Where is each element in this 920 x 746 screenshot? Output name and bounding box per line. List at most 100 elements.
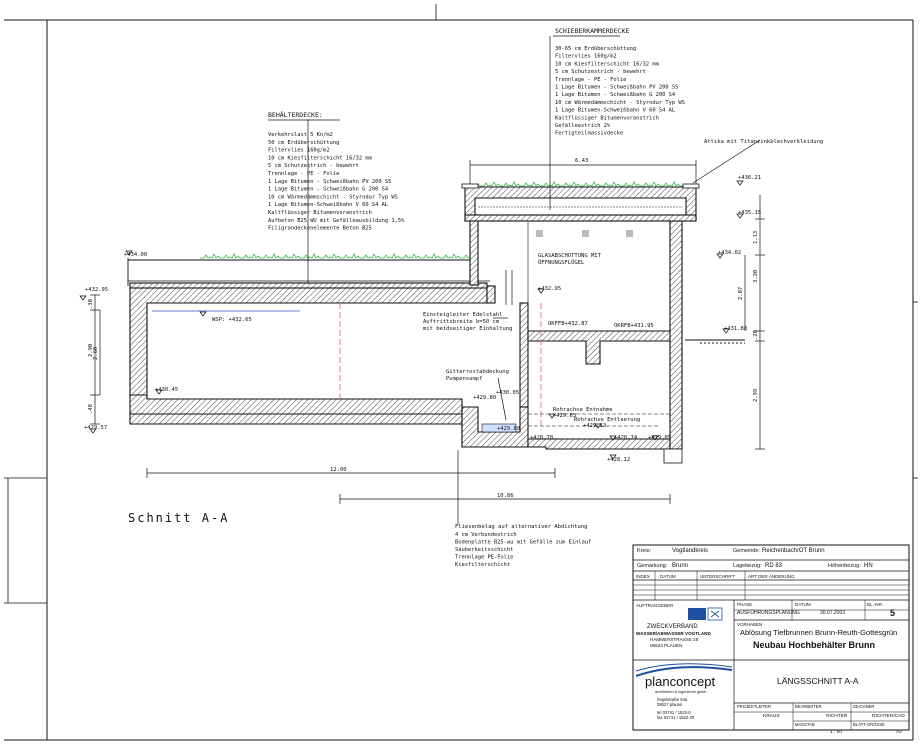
section-title: Schnitt A-A — [128, 511, 229, 525]
pipe-label-2: Rohrachse Entleerung — [574, 417, 640, 423]
dim-width: 6.43 — [575, 158, 588, 164]
title-block — [632, 544, 910, 731]
company-fax: fax 03741 / 1522-20 — [657, 715, 695, 720]
elev-ground-far-right: +431.88 — [724, 326, 747, 332]
dim-left-2: 2.90 — [88, 344, 94, 357]
chamber-layer: 5 cm Schutzestrich - bewehrt — [555, 69, 646, 75]
elev-top-left: +432.95 — [85, 287, 108, 293]
elevation-markers — [79, 180, 744, 460]
company-name: planconcept — [645, 674, 715, 689]
col-index: INDEX — [636, 574, 650, 579]
roof-layer: 50 cm Erdüberschüttung — [268, 140, 339, 146]
dim-right-5: .20 — [753, 330, 759, 340]
blnr-value: 5 — [890, 608, 895, 618]
elev-pipe-1: +429.63 — [553, 413, 576, 419]
elev-roof-top: +436.21 — [738, 175, 761, 181]
company-tel: tel 03741 / 1522-0 — [657, 710, 691, 715]
gemarkung-value: Brunn — [672, 563, 688, 569]
col-unterschrift: UNTERSCHRIFT — [700, 574, 735, 579]
kreis-value: Vogtlandkreis — [672, 548, 708, 554]
elev-ground-left: +434.00 — [124, 252, 147, 258]
gemarkung-label: Gemarkung: — [637, 563, 668, 569]
chamber-notes: SCHIEBERKAMMERDECKE 30-65 cm Erdüberschü… — [555, 27, 685, 137]
dim-left-1: .30 — [88, 299, 94, 309]
floor-layer: Kiesfilterschicht — [455, 562, 510, 568]
floor-layer: Bodenplatte B25-wu mit Gefälle zum Einla… — [455, 540, 591, 546]
glass-label-2: ÖFFNUNGSFLÜGEL — [538, 259, 585, 266]
elevation-labels: +434.00 +432.95 +430.45 +429.57 +432.95 … — [84, 175, 761, 463]
roof-layer: 1 Lage Bitumen - Schweißbahn PV 200 S5 — [268, 179, 391, 185]
masstab-value: 1 : 50 — [830, 729, 842, 735]
dim-right-1: 1.13 — [753, 231, 759, 244]
masstab-label: MASSTAB — [795, 722, 815, 727]
dim-right-4: 2.99 — [753, 389, 759, 402]
elev-sump-4: +429.85 — [648, 435, 671, 441]
client-line-1: ZWECKVERBAND — [647, 624, 698, 630]
floor-notes: Fliesenbelag auf alternativer Abdichtung… — [455, 524, 591, 568]
bearbeiter-label: BEARBEITER — [795, 704, 822, 709]
gemeinde-value: Reichenbach/OT Brunn — [762, 548, 825, 554]
blattgroesse-label: BLATT-GRÖSSE — [853, 722, 885, 727]
floor-label: Fliesenbelag auf alternativer Abdichtung — [455, 524, 587, 530]
company-addr-1: hegelstraße 64a — [657, 697, 688, 702]
roof-layer: Verkehrslast 5 Kn/m2 — [268, 132, 333, 138]
lagebezug-label: Lagebezug: — [733, 563, 762, 569]
attika-label: Attika mit Titanzinkblechverkleidung — [704, 139, 823, 145]
elev-ground-right: +434.02 — [718, 250, 741, 256]
pipe-label-1: Rohrachse Entnahme — [553, 407, 613, 413]
hoehenbezug-value: HN — [864, 563, 873, 569]
floor-layer: Trennlage PE-Folie — [455, 555, 513, 561]
floor-layer: 4 cm Verbundestrich — [455, 532, 517, 538]
dim-right-3: 2.07 — [738, 287, 744, 300]
gemeinde-label: Gemeinde: — [733, 548, 760, 554]
elev-pipe-4: +428.74 — [614, 435, 638, 441]
hoehenbezug-label: Höhenbezug: — [828, 563, 861, 569]
datum-label: DATUM — [795, 602, 811, 607]
chamber-layer: 1 Lage Bitumen - Schweißbahn G 200 S4 — [555, 92, 675, 98]
elev-sump-2: +429.80 — [473, 395, 496, 401]
dim-length-1: 12.00 — [330, 467, 347, 473]
elev-sump-1: +430.05 — [496, 390, 519, 396]
ladder-label-3: mit beidseitiger Einhaltung — [423, 326, 512, 332]
reservoir-structure — [128, 183, 700, 464]
projektleiter-label: PROJEKTLEITER — [737, 704, 771, 709]
elev-okffb-1: OKFFB+432.87 — [548, 321, 588, 327]
chamber-layer: 30-65 cm Erdüberschüttung — [555, 46, 636, 52]
water-level-label: WSP: +432.65 — [212, 317, 252, 323]
kreis-label: Kreis: — [637, 548, 652, 554]
drawing-title: LÄNGSSCHNITT A-A — [777, 676, 859, 686]
elev-sump-5: +429.88 — [497, 426, 520, 432]
zeichner-value: RICHTER/CAD — [872, 713, 905, 719]
grass-line — [200, 181, 684, 259]
roof-layer: Trennlage - PE - Folie — [268, 171, 339, 177]
company-sub: architekten & ingenieure gmbh — [655, 690, 707, 694]
roof-layer: Kaltflüssiger Bitumenvoranstrich — [268, 210, 372, 216]
roof-layer: 1 Lage Bitumen-Schweißbahn V 60 S4 AL — [268, 202, 388, 208]
elev-okffb-2: OKRFB+431.95 — [614, 323, 654, 329]
floor-layer: Sauberkeitsschicht — [455, 547, 513, 553]
chamber-layer: 10 cm Wärmedämmschicht - Styrodur Typ WS — [555, 100, 685, 106]
projektleiter-value: KRAUS — [763, 713, 780, 719]
roof-layer: 10 cm Kiesfilterschicht 16/32 mm — [268, 155, 372, 161]
roof-layer: 5 cm Schutzestrich - bewehrt — [268, 163, 359, 169]
chamber-layer: Gefälleestrich 2% — [555, 123, 611, 129]
phase-value: AUSFÜHRUNGSPLANUNG — [737, 609, 800, 616]
dim-left-4: .48 — [88, 404, 94, 414]
client-line-2: WASSER/ABWASSER VOGTLAND — [636, 631, 711, 636]
ladder-label-1: Einsteigleiter Edelstahl — [423, 312, 502, 318]
company-logo — [635, 663, 733, 677]
col-datum: DATUM — [660, 574, 676, 579]
title-block-text: Kreis: Vogtlandkreis Gemeinde: Reichenba… — [636, 548, 905, 735]
chamber-layer: 10 cm Kiesfilterschicht 16/32 mm — [555, 61, 659, 67]
elev-floor-left: +430.45 — [155, 387, 178, 393]
ladder-label-2: Auftrittsbreite b=50 cm — [423, 319, 500, 325]
blnr-label: BL.-NR. — [867, 602, 883, 607]
roof-layer: Filtervlies 160g/m2 — [268, 148, 330, 154]
phase-label: PHASE — [737, 602, 752, 607]
datum-value: 30.07.2003 — [820, 610, 845, 616]
dimension-labels: 6.43 12.00 10.86 .30 2.90 2.60 .48 1.13 … — [88, 158, 759, 499]
leader-lines — [268, 35, 761, 524]
vorhaben-1: Ablösung Tiefbrunnen Brunn-Reuth-Gottesg… — [740, 628, 897, 637]
